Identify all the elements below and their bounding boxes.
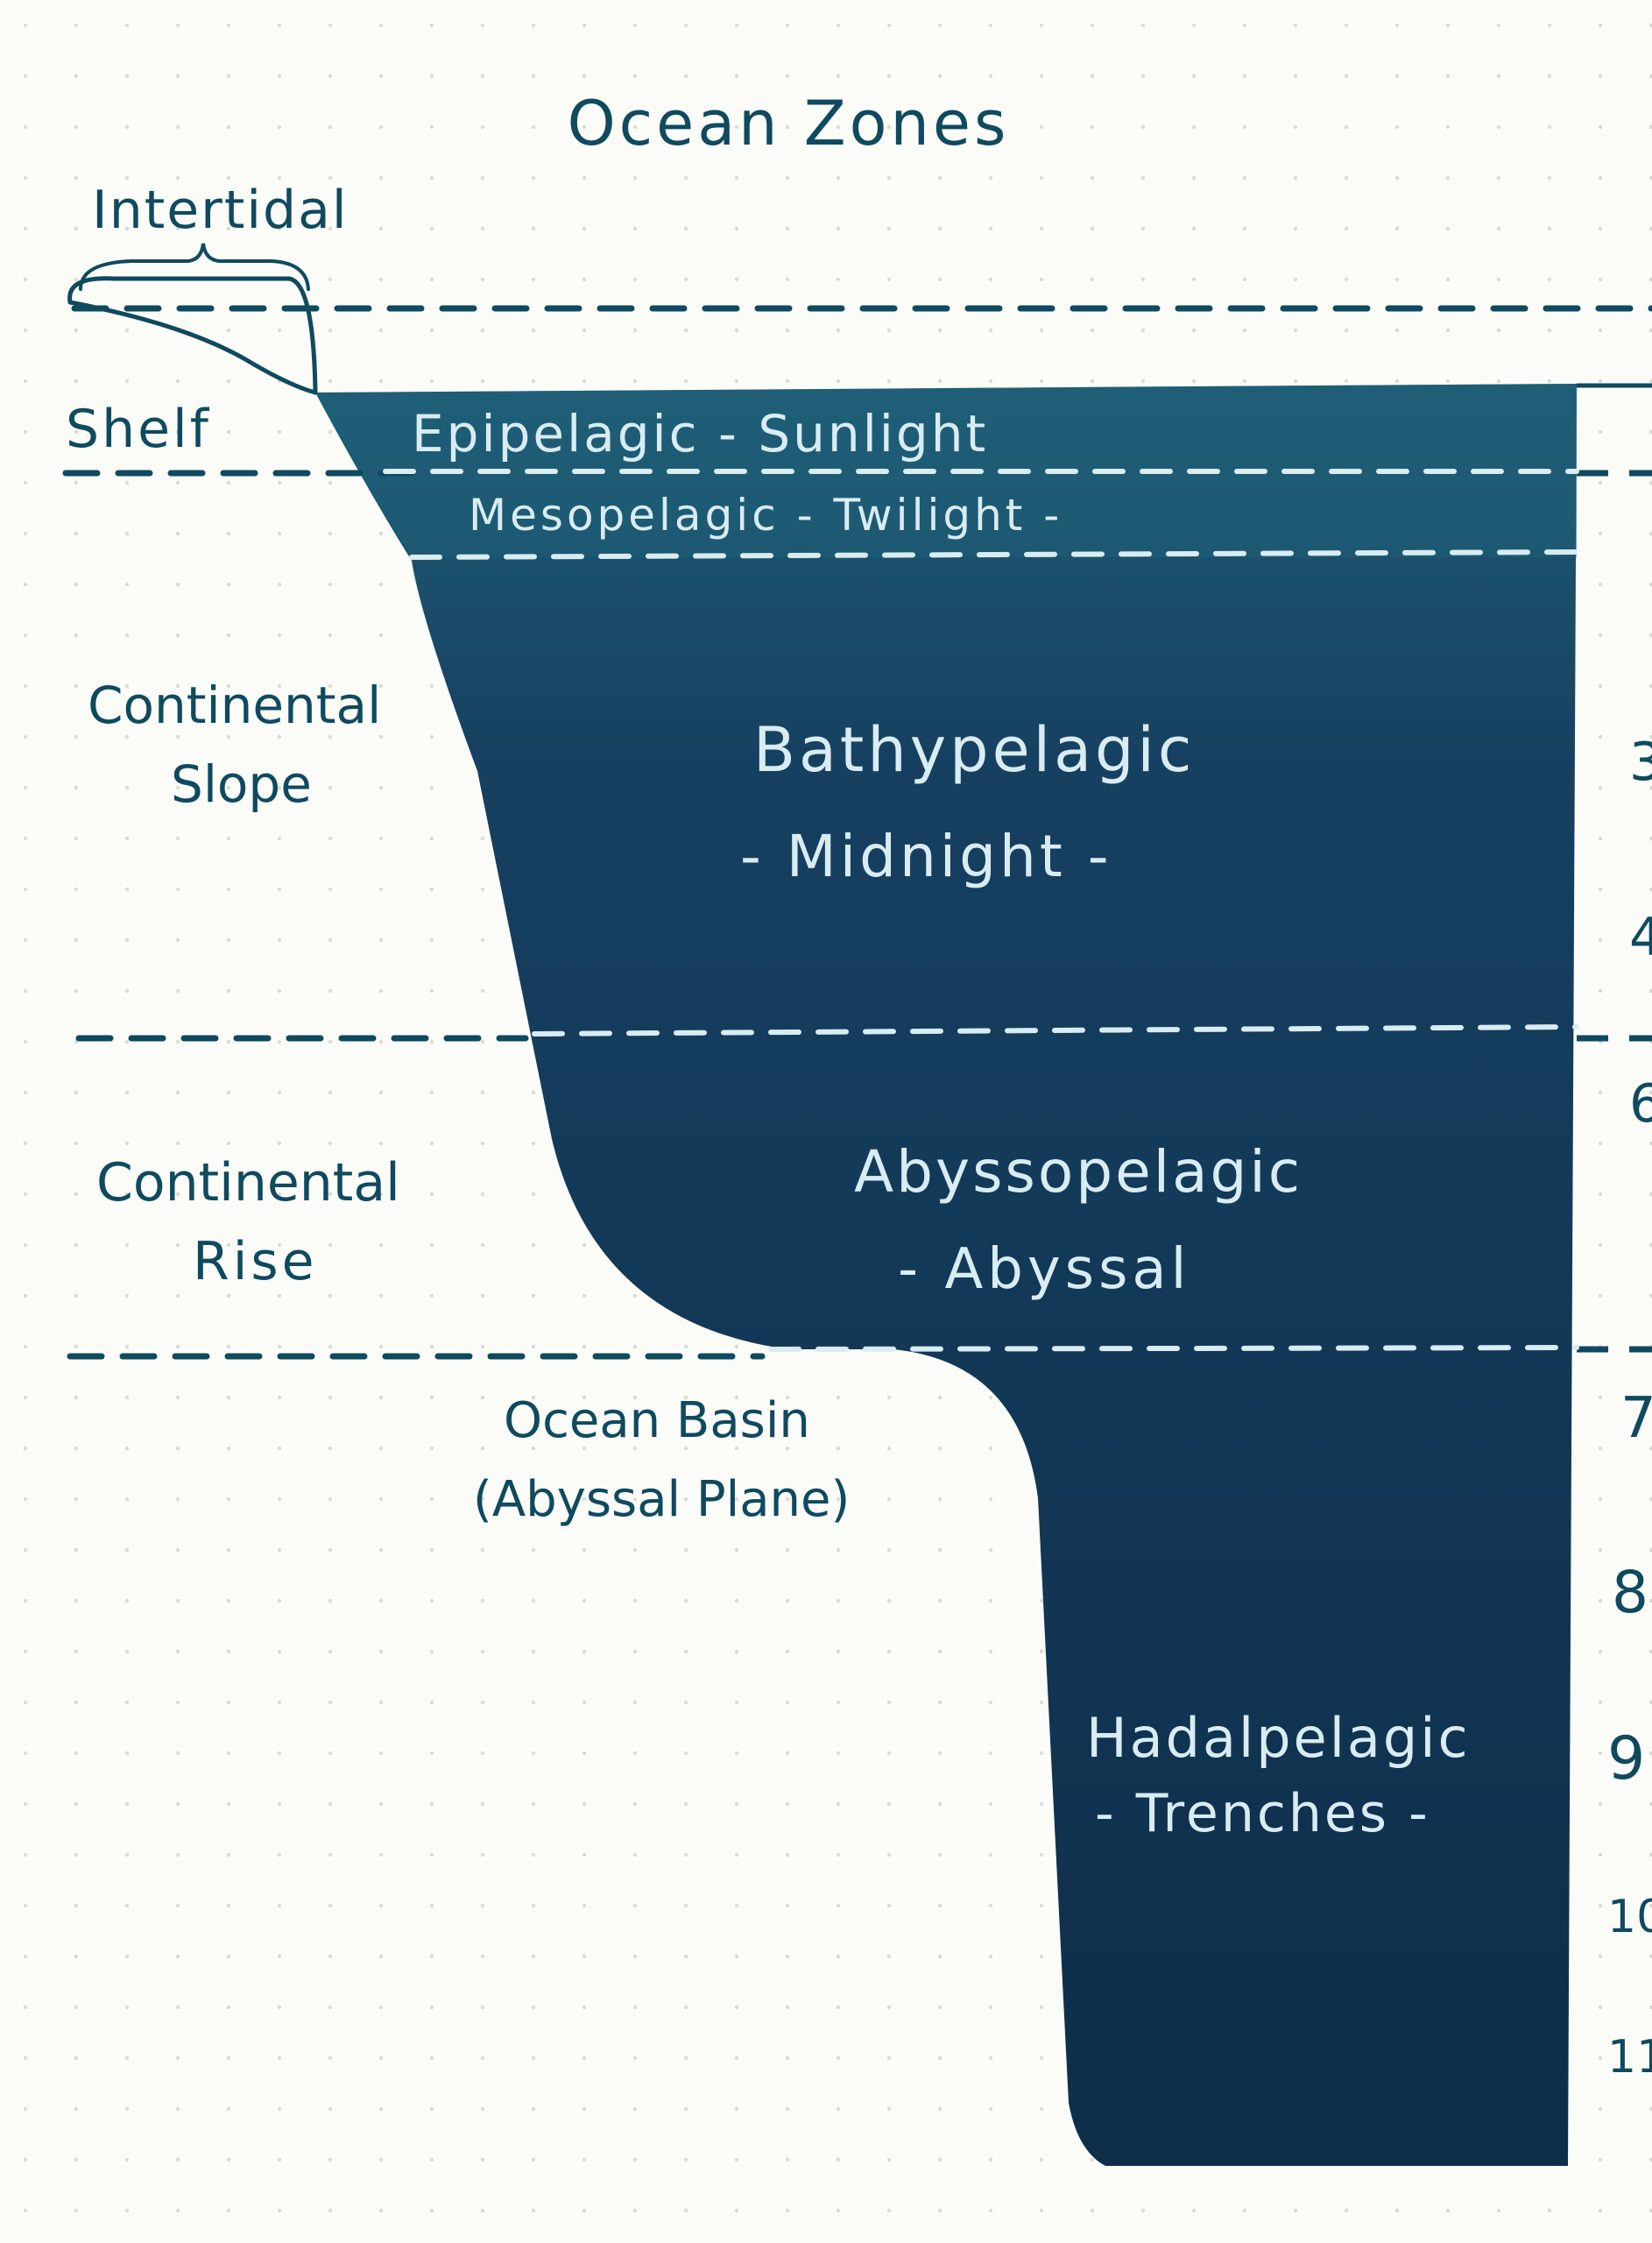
zone-mesopelagic-label: Mesopelagic - Twilight - xyxy=(469,490,1063,541)
zone-abyssopelagic-label: Abyssopelagic xyxy=(854,1138,1303,1206)
sunlit-band xyxy=(315,384,1577,557)
edge-glyph: 10 xyxy=(1607,1891,1652,1943)
label-continental-rise-line1: Continental xyxy=(96,1152,400,1213)
edge-glyph: 7 xyxy=(1620,1386,1652,1451)
edge-glyph: 8 xyxy=(1612,1559,1648,1626)
ocean-water-body xyxy=(315,384,1577,2166)
label-continental-slope-line2: Slope xyxy=(171,754,312,814)
edge-glyph: 9 xyxy=(1607,1724,1645,1794)
zone-bathypelagic-label: Bathypelagic xyxy=(753,714,1195,786)
label-ocean-basin-line2: (Abyssal Plane) xyxy=(473,1471,850,1528)
edge-glyph: 6 xyxy=(1629,1073,1652,1135)
coastline-outline xyxy=(67,276,318,395)
zone-bathypelagic-sublabel: - Midnight - xyxy=(740,823,1112,890)
intertidal-beach xyxy=(67,300,318,395)
edge-glyph: 4 xyxy=(1629,907,1652,968)
diagram-title: Ocean Zones xyxy=(568,88,1010,159)
zone-epipelagic-label: Epipelagic - Sunlight xyxy=(412,404,988,463)
zone-boundary-abyssal xyxy=(768,1345,1579,1352)
label-continental-rise-line2: Rise xyxy=(193,1231,318,1292)
edge-glyph: 11 xyxy=(1607,2031,1652,2084)
zone-hadalpelagic-sublabel: - Trenches - xyxy=(1095,1783,1430,1844)
zone-boundary-midnight xyxy=(532,1024,1579,1037)
intertidal-bracket xyxy=(79,243,310,291)
zone-hadalpelagic-label: Hadalpelagic xyxy=(1086,1706,1471,1770)
edge-glyph: 3 xyxy=(1629,732,1652,793)
label-ocean-basin-line1: Ocean Basin xyxy=(504,1392,810,1449)
label-shelf: Shelf xyxy=(66,399,211,460)
label-intertidal: Intertidal xyxy=(92,180,349,241)
label-continental-slope-line1: Continental xyxy=(88,676,381,735)
zone-boundary-twilight xyxy=(409,549,1579,560)
zone-abyssopelagic-sublabel: - Abyssal xyxy=(898,1237,1190,1302)
